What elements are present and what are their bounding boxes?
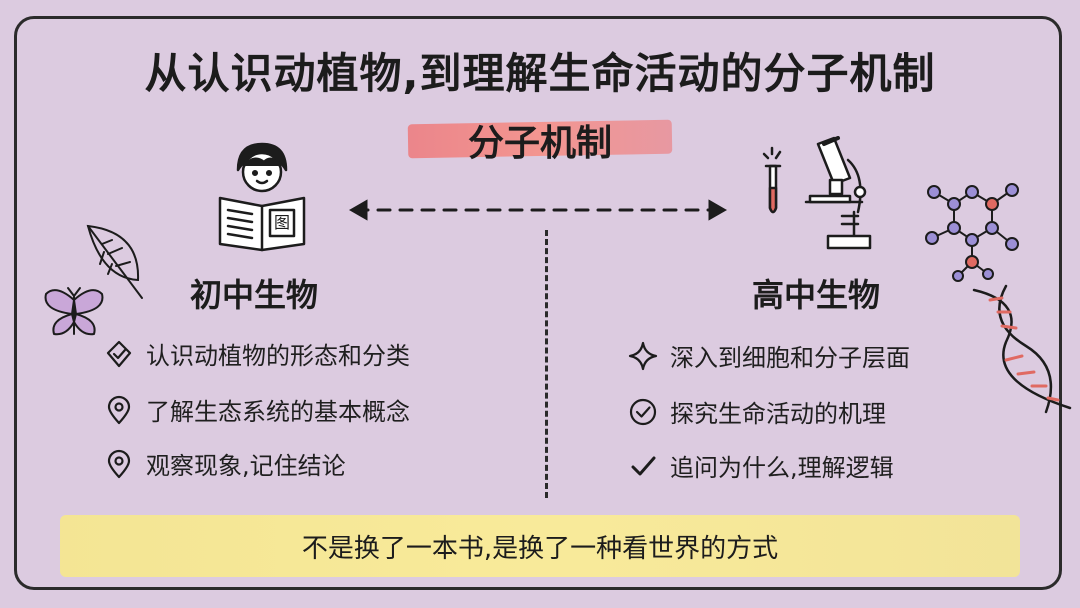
left-item-2-text: 了解生态系统的基本概念	[146, 398, 410, 426]
leaf-illustration	[82, 220, 146, 302]
molecule-illustration	[914, 176, 1030, 288]
subtitle: 分子机制	[467, 123, 612, 164]
left-item-1: 认识动植物的形态和分类	[104, 336, 410, 371]
left-item-2: 了解生态系统的基本概念	[104, 392, 410, 427]
check-circle-icon	[628, 397, 658, 427]
subtitle-block: 分子机制	[400, 108, 680, 164]
diamond-star-icon	[628, 341, 658, 371]
reading-child-illustration: 图	[212, 140, 312, 252]
dashed-double-arrow	[338, 196, 738, 224]
right-item-2-text: 探究生命活动的机理	[670, 400, 886, 428]
right-item-1: 深入到细胞和分子层面	[628, 338, 910, 373]
location-pin-icon	[104, 395, 134, 425]
right-item-2: 探究生命活动的机理	[628, 394, 886, 429]
right-item-3: 追问为什么,理解逻辑	[628, 448, 894, 483]
checkmark-icon	[628, 451, 658, 481]
center-divider	[545, 230, 548, 498]
book-label: 图	[273, 213, 290, 232]
microscope-illustration	[758, 136, 876, 254]
right-item-3-text: 追问为什么,理解逻辑	[670, 454, 894, 482]
dna-helix-illustration	[966, 282, 1078, 416]
senior-biology-heading: 高中生物	[752, 276, 881, 314]
left-item-3-text: 观察现象,记住结论	[146, 452, 346, 480]
right-item-1-text: 深入到细胞和分子层面	[670, 344, 910, 372]
location-pin-icon	[104, 449, 134, 479]
bottom-highlight	[60, 515, 1020, 577]
check-shield-icon	[104, 339, 134, 369]
left-item-1-text: 认识动植物的形态和分类	[146, 342, 410, 370]
junior-biology-heading: 初中生物	[190, 276, 319, 314]
page-title: 从认识动植物,到理解生命活动的分子机制	[144, 49, 936, 98]
left-item-3: 观察现象,记住结论	[104, 446, 346, 481]
frame-border	[14, 16, 1062, 590]
bottom-summary: 不是换了一本书,是换了一种看世界的方式	[301, 534, 779, 564]
butterfly-illustration	[40, 284, 108, 340]
